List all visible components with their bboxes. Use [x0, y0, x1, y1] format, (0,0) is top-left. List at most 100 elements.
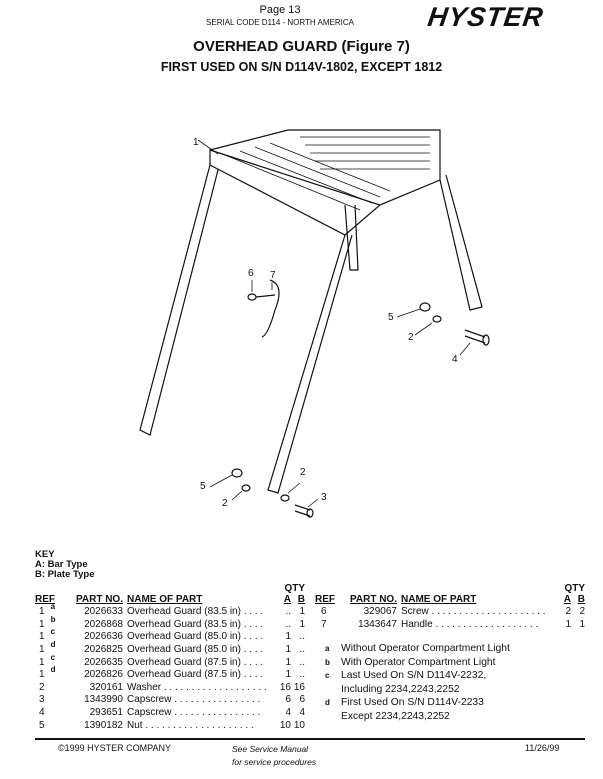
qty-a: 1 [285, 644, 291, 656]
footnote-line: First Used On S/N D114V-2233 [341, 697, 484, 708]
copyright: ©1999 HYSTER COMPANY [58, 743, 171, 753]
qty-a: 16 [279, 681, 291, 693]
part-number: 2026635 [84, 656, 123, 668]
name-header: NAME OF PART [127, 594, 203, 605]
service-note-line1: See Service Manual [232, 744, 309, 754]
ref-header: REF [315, 594, 335, 605]
note-mark: c [50, 652, 56, 662]
callout-2: 2 [408, 332, 414, 343]
hyster-logo: HYSTER [425, 2, 546, 32]
qty-b: .. [299, 656, 305, 668]
part-name: Washer . . . . . . . . . . . . . . . . .… [127, 681, 267, 693]
qty-b: 6 [299, 694, 305, 706]
key-title: KEY [35, 549, 55, 560]
guard-frame [139, 129, 483, 494]
page-number: Page 13 [259, 4, 301, 16]
part-name: Overhead Guard (87.5 in) . . . . [127, 656, 264, 668]
callout-2: 2 [222, 498, 228, 509]
table-row: 7 1343647 Handle . . . . . . . . . . . . .… [315, 619, 585, 632]
qty-a-header: A [563, 594, 571, 605]
page-title: OVERHEAD GUARD (Figure 7) [193, 38, 410, 55]
callout-7: 7 [270, 270, 276, 281]
footnote-line: Without Operator Compartment Light [341, 643, 510, 654]
qty-a: 10 [279, 719, 291, 731]
ref-cell: 1 [39, 631, 45, 643]
qty-b: 10 [293, 719, 305, 731]
part-number: 1343990 [84, 694, 123, 706]
part-name: Handle . . . . . . . . . . . . . . . . .… [401, 618, 539, 630]
service-note-line2: for service procedures [232, 757, 317, 767]
qty-a: 1 [285, 656, 291, 668]
part-name: Capscrew . . . . . . . . . . . . . . . . [127, 694, 261, 706]
part-no-header: PART NO. [349, 594, 397, 605]
ref-cell: 1 [39, 656, 45, 668]
part-name: Overhead Guard (83.5 in) . . . . [127, 606, 264, 618]
footnote: a Without Operator Compartment Light [325, 642, 510, 656]
qty-b: 1 [299, 606, 305, 618]
callout-2: 2 [300, 467, 306, 478]
ref-cell: 7 [321, 618, 327, 630]
qty-a: 1 [285, 631, 291, 643]
key-b: B: Plate Type [35, 569, 95, 580]
part-number: 320161 [89, 681, 123, 693]
callout-1: 1 [193, 137, 199, 148]
callout-5: 5 [388, 312, 394, 323]
qty-a: .. [285, 618, 291, 630]
part-name: Nut . . . . . . . . . . . . . . . . . . … [127, 719, 254, 731]
key-a: A: Bar Type [35, 559, 88, 570]
serial-code: SERIAL CODE D114 - NORTH AMERICA [206, 18, 354, 27]
hardware-parts [231, 279, 490, 518]
footnote-line: Last Used On S/N D114V-2232, [341, 670, 487, 681]
part-number: 2026633 [84, 606, 123, 618]
note-mark: d [50, 665, 56, 675]
footnote-line: Except 2234,2243,2252 [341, 710, 450, 722]
part-name: Capscrew . . . . . . . . . . . . . . . . [127, 707, 261, 719]
qty-b-header: B [297, 594, 305, 605]
part-number: 2026868 [84, 618, 123, 630]
qty-a: .. [285, 606, 291, 618]
footnote-line: Including 2234,2243,2252 [341, 683, 460, 695]
part-number: 1343647 [358, 618, 397, 630]
part-number: 1390182 [84, 719, 123, 731]
ref-cell: 6 [321, 606, 327, 618]
qty-b: .. [299, 669, 305, 681]
ref-cell-wrap: 5 [35, 719, 73, 732]
qty-a: 4 [285, 707, 291, 719]
ref-cell: 1 [39, 669, 45, 681]
part-number: 2026826 [84, 669, 123, 681]
ref-cell: 1 [39, 644, 45, 656]
part-name: Overhead Guard (87.5 in) . . . . [127, 669, 264, 681]
qty-a: 1 [285, 669, 291, 681]
name-header: NAME OF PART [401, 594, 477, 605]
footnote-mark: c [325, 671, 330, 680]
service-note: See Service Manual for service procedure… [232, 743, 316, 769]
qty-header: QTY [564, 583, 585, 594]
part-name: Overhead Guard (83.5 in) . . . . [127, 618, 264, 630]
qty-a: 6 [285, 694, 291, 706]
note-mark: b [50, 614, 56, 624]
part-name: Overhead Guard (85.0 in) . . . . [127, 644, 264, 656]
part-name: Overhead Guard (85.0 in) . . . . [127, 631, 264, 643]
key-legend: KEY A: Bar Type B: Plate Type [35, 550, 94, 580]
qty-b: 4 [299, 707, 305, 719]
qty-b: .. [299, 644, 305, 656]
footnote-mark: a [325, 644, 330, 653]
part-number: 2026825 [84, 644, 123, 656]
overhead-guard-diagram [139, 129, 490, 518]
ref-cell: 2 [39, 681, 45, 693]
qty-b: 2 [579, 606, 585, 618]
footnote-mark: b [325, 657, 330, 667]
